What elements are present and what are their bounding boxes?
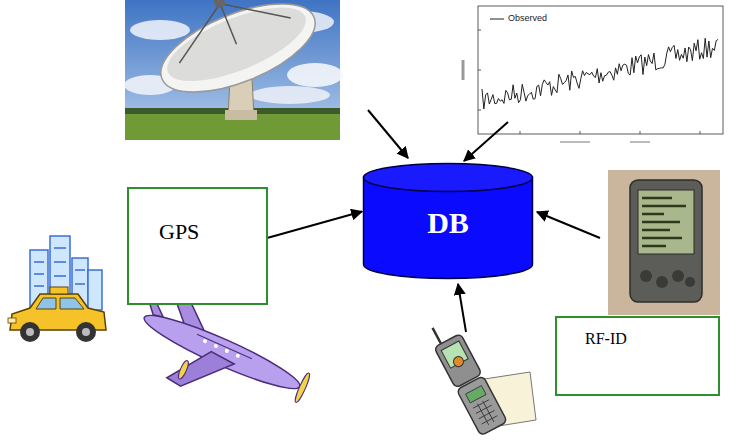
pda-photo <box>608 170 720 315</box>
line-chart <box>463 6 723 142</box>
gps-box: GPS <box>127 187 268 305</box>
data-flow-arrow <box>268 212 362 238</box>
telescope-photo <box>124 0 343 140</box>
database-cylinder: DB <box>362 162 534 280</box>
node-label: RF-ID <box>585 330 627 348</box>
mobile-phone-clipart <box>425 317 536 435</box>
taxi-clipart <box>8 236 106 342</box>
node-label: DB <box>427 206 469 241</box>
observed-series <box>482 38 718 109</box>
legend-text: Observed <box>508 13 547 23</box>
node-label: GPS <box>159 219 199 244</box>
rfid-box: RF-ID <box>555 316 720 396</box>
